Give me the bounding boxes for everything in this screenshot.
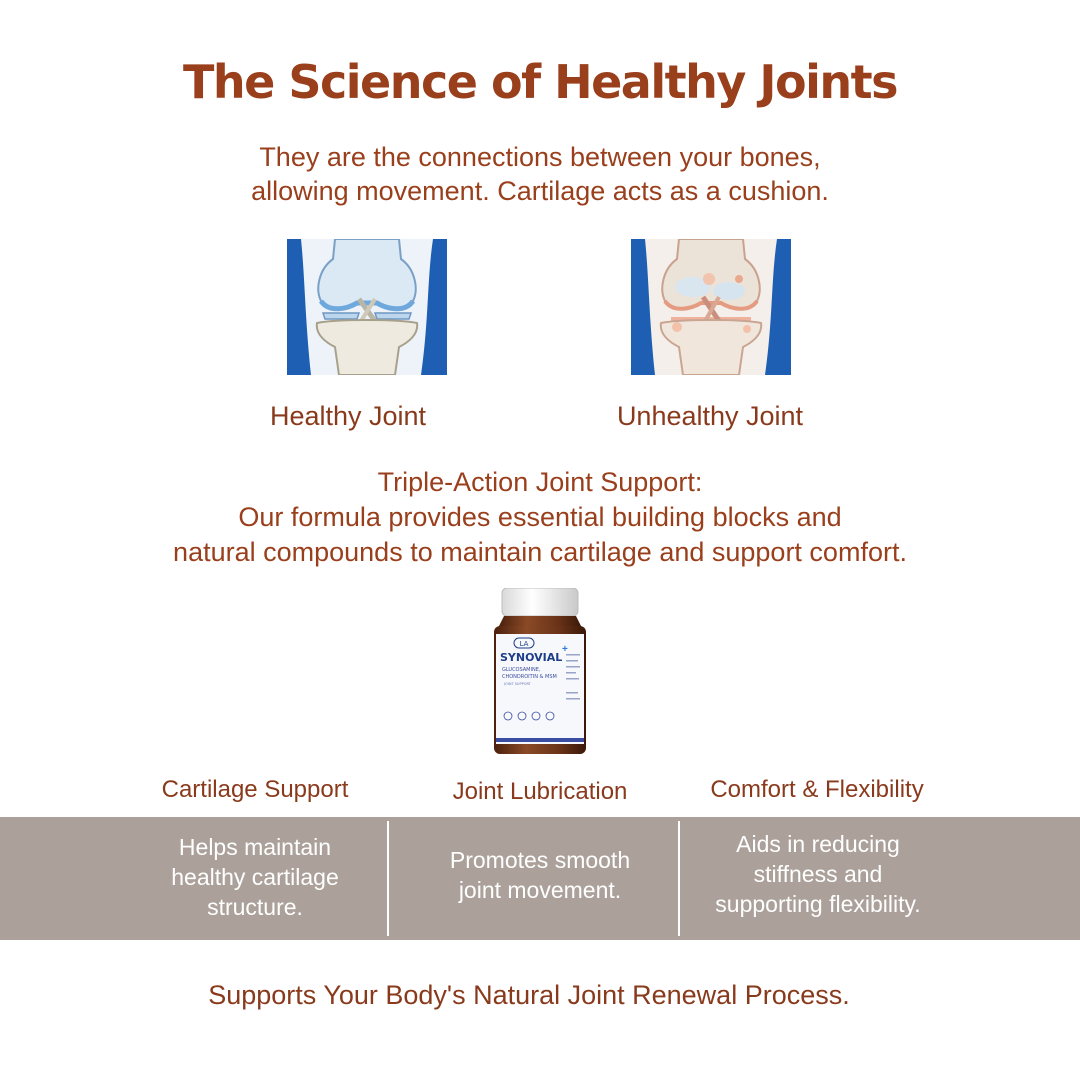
bottle-line-1: GLUCOSAMINE, <box>502 667 541 673</box>
healthy-joint-image <box>287 239 447 375</box>
benefit-title-lubrication: Joint Lubrication <box>452 778 628 805</box>
benefit-desc-line: Promotes smooth <box>449 847 631 873</box>
triple-action-section: Triple-Action Joint Support: Our formula… <box>0 465 1080 570</box>
bottle-icon-4 <box>545 711 555 721</box>
bottle-product-name: SYNOVIAL <box>500 651 562 664</box>
benefit-desc-line: healthy cartilage <box>171 864 339 890</box>
bottle-line-2: CHONDROITIN & MSM <box>502 674 557 680</box>
benefit-desc-line: Aids in reducing <box>736 831 900 857</box>
benefit-title-comfort: Comfort & Flexibility <box>710 776 924 803</box>
benefit-desc-cartilage: Helps maintain healthy cartilage structu… <box>120 832 390 922</box>
bottle-brand-badge: LA <box>520 640 529 648</box>
unhealthy-joint-label: Unhealthy Joint <box>616 401 804 431</box>
bottle-icon-3 <box>531 711 541 721</box>
product-bottle-image: LA SYNOVIAL + GLUCOSAMINE, CHONDROITIN &… <box>490 587 590 758</box>
bottle-icon-2 <box>517 711 527 721</box>
benefit-title-cartilage: Cartilage Support <box>161 776 349 803</box>
footer-tagline: Supports Your Body's Natural Joint Renew… <box>208 980 850 1010</box>
benefits-band: Helps maintain healthy cartilage structu… <box>0 817 1080 940</box>
healthy-joint-label: Healthy Joint <box>269 401 427 431</box>
benefit-desc-line: structure. <box>207 894 303 920</box>
triple-action-line-1: Our formula provides essential building … <box>238 502 842 532</box>
page-title: The Science of Healthy Joints <box>183 55 898 109</box>
band-divider <box>387 821 389 936</box>
benefit-desc-comfort: Aids in reducing stiffness and supportin… <box>680 829 956 919</box>
unhealthy-joint-image <box>631 239 791 375</box>
plus-icon: + <box>562 644 568 655</box>
band-divider <box>678 821 680 936</box>
benefit-desc-line: joint movement. <box>458 877 622 903</box>
benefit-desc-line: supporting flexibility. <box>715 891 921 917</box>
benefit-desc-line: stiffness and <box>753 861 883 887</box>
benefit-desc-lubrication: Promotes smooth joint movement. <box>400 845 680 905</box>
intro-line-1: They are the connections between your bo… <box>259 142 821 172</box>
triple-action-heading: Triple-Action Joint Support: <box>377 467 703 497</box>
bottle-icon-1 <box>503 711 513 721</box>
intro-text: They are the connections between your bo… <box>0 140 1080 208</box>
triple-action-line-2: natural compounds to maintain cartilage … <box>173 537 907 567</box>
bottle-line-3: JOINT SUPPORT <box>503 682 532 686</box>
benefit-desc-line: Helps maintain <box>178 834 332 860</box>
intro-line-2: allowing movement. Cartilage acts as a c… <box>251 176 829 206</box>
